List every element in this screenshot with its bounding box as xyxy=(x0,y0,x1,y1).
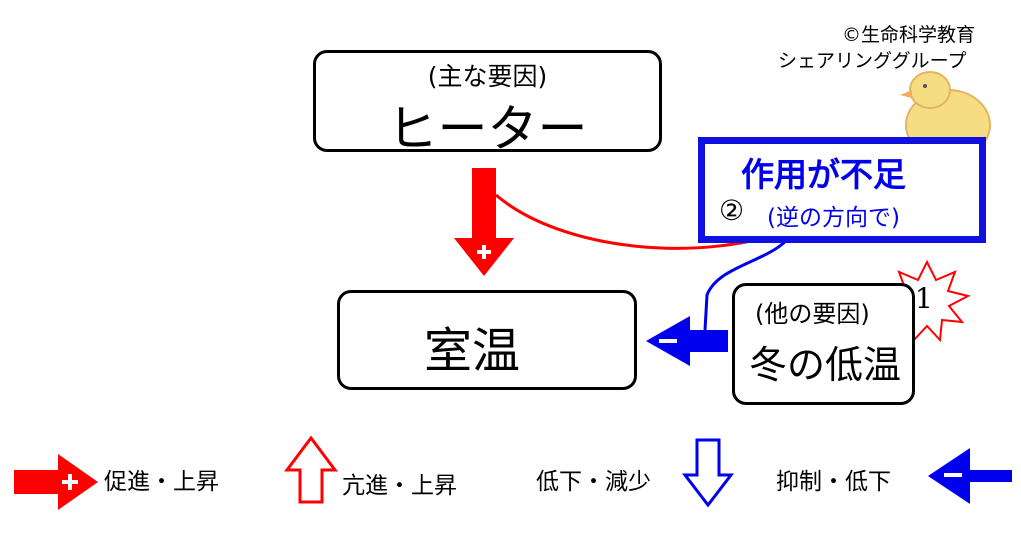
effect-insufficient-box: 作用が不足 ② (逆の方向で) xyxy=(698,137,986,243)
legend-red-up-outline-arrow-icon xyxy=(284,435,338,504)
winter-box-sub-label: (他の要因) xyxy=(755,300,870,328)
copyright-line2: シェアリンググループ xyxy=(778,50,967,72)
winter-low-temp-box: (他の要因) 冬の低温 xyxy=(732,283,915,405)
winter-minus-arrow-icon xyxy=(646,316,728,366)
legend-blue-down-outline-arrow-icon xyxy=(681,438,735,508)
effect-number: ② xyxy=(719,194,745,227)
legend-red-plus-arrow-icon xyxy=(14,454,98,510)
heater-box-main-label: ヒーター xyxy=(387,100,588,158)
legend-label-enhance: 亢進・上昇 xyxy=(342,473,457,499)
winter-box-main-label: 冬の低温 xyxy=(749,343,902,387)
legend-label-decrease: 低下・減少 xyxy=(536,469,651,495)
heater-plus-arrow-icon xyxy=(454,168,514,276)
room-temperature-box: 室温 xyxy=(337,290,637,390)
legend-label-inhibit: 抑制・低下 xyxy=(776,469,891,495)
legend-label-promote: 促進・上昇 xyxy=(104,469,219,495)
effect-title: 作用が不足 xyxy=(741,155,906,194)
starburst-badge-number: 1 xyxy=(915,282,933,315)
legend-blue-minus-arrow-icon xyxy=(928,448,1012,504)
room-box-main-label: 室温 xyxy=(424,323,521,379)
heater-box: (主な要因) ヒーター xyxy=(313,50,662,158)
copyright-line1: ©生命科学教育 xyxy=(842,24,976,46)
heater-box-sub-label: (主な要因) xyxy=(427,62,548,91)
effect-detail: (逆の方向で) xyxy=(767,205,900,231)
